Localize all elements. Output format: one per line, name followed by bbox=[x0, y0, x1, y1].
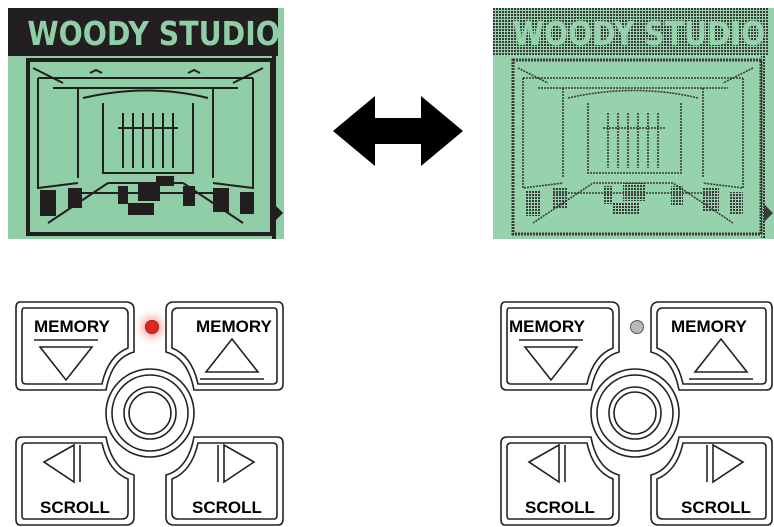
scroll-right-label-right: SCROLL bbox=[681, 498, 751, 518]
scroll-right-label: SCROLL bbox=[192, 498, 262, 518]
memory-down-button[interactable]: MEMORY bbox=[16, 302, 134, 390]
scroll-right-button[interactable]: SCROLL bbox=[166, 437, 283, 525]
scroll-left-label-right: SCROLL bbox=[525, 498, 595, 518]
memory-up-label-right: MEMORY bbox=[671, 317, 747, 337]
memory-down-label-right: MEMORY bbox=[509, 317, 585, 337]
scroll-left-button[interactable]: SCROLL bbox=[16, 437, 134, 525]
scroll-left-button-right[interactable]: SCROLL bbox=[501, 437, 619, 525]
control-panel-led-on: MEMORY MEMORY SCROLL SCROLL bbox=[14, 300, 285, 527]
lcd-title-lit: WOODY STUDIO bbox=[27, 14, 264, 54]
scroll-left-label: SCROLL bbox=[40, 498, 110, 518]
lcd-title-dim: WOODY STUDIO bbox=[513, 14, 755, 54]
status-led-off bbox=[630, 320, 644, 334]
scroll-right-button-right[interactable]: SCROLL bbox=[651, 437, 772, 525]
memory-up-label: MEMORY bbox=[196, 317, 272, 337]
lcd-display-lit: WOODY STUDIO bbox=[8, 8, 284, 239]
memory-down-button-right[interactable]: MEMORY bbox=[501, 302, 619, 390]
memory-up-button[interactable]: MEMORY bbox=[166, 302, 283, 390]
center-dial-button-right[interactable] bbox=[609, 387, 661, 439]
status-led-on bbox=[145, 320, 159, 334]
memory-down-label: MEMORY bbox=[34, 317, 110, 337]
double-arrow-icon bbox=[333, 96, 463, 166]
memory-up-button-right[interactable]: MEMORY bbox=[651, 302, 772, 390]
control-panel-led-off: MEMORY MEMORY SCROLL SCROLL bbox=[499, 300, 774, 527]
lcd-display-dim: WOODY STUDIO bbox=[493, 8, 774, 239]
center-dial-button[interactable] bbox=[124, 387, 176, 439]
